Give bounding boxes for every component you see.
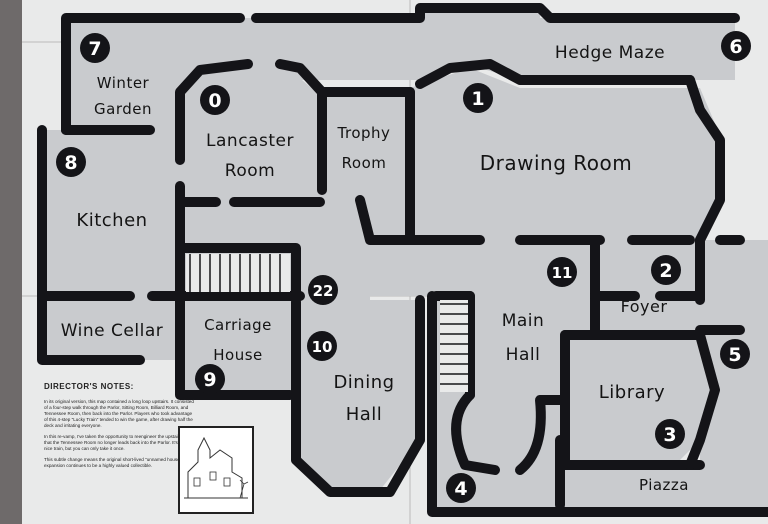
room-badge-3[interactable]: 3 [655,419,685,449]
svg-text:4: 4 [454,478,467,500]
svg-text:7: 7 [88,38,101,60]
room-label-dining-hall: Hall [346,404,383,425]
room-label-drawing-room: Drawing Room [480,151,632,175]
room-badge-8[interactable]: 8 [56,147,86,177]
svg-text:0: 0 [208,90,221,112]
svg-text:9: 9 [203,369,216,391]
room-badge-10[interactable]: 10 [307,331,337,361]
room-label-trophy-room: Room [342,154,387,172]
room-badge-9[interactable]: 9 [195,364,225,394]
room-label-lancaster: Lancaster [206,131,294,151]
room-label-trophy: Trophy [337,124,391,142]
room-badge-0[interactable]: 0 [200,85,230,115]
svg-text:10: 10 [312,338,333,356]
room-label-carriage: Carriage [204,316,272,334]
svg-text:1: 1 [471,88,484,110]
room-label-foyer: Foyer [621,297,668,316]
room-label-dining: Dining [333,372,394,393]
room-label-lancaster-room: Room [225,161,275,181]
room-badge-5[interactable]: 5 [720,339,750,369]
room-badge-11[interactable]: 11 [547,257,577,287]
room-badge-7[interactable]: 7 [80,33,110,63]
svg-text:5: 5 [728,344,741,366]
notes-title: DIRECTOR'S NOTES: [44,382,134,391]
room-label-library: Library [599,382,665,403]
svg-text:2: 2 [659,260,672,282]
notes-paragraph-2: In this re-vamp, I've taken the opportun… [44,434,190,451]
room-label-main: Main [502,311,545,331]
notes-paragraph-3: This subtle change means the original sh… [44,457,182,468]
mansion-sketch-image [178,426,254,514]
svg-text:3: 3 [663,424,676,446]
svg-text:22: 22 [313,282,334,300]
room-label-house: House [213,346,263,364]
room-label-main-hall: Hall [506,345,541,365]
notes-paragraph-1: In its original version, this map contai… [44,399,194,428]
room-badge-4[interactable]: 4 [446,473,476,503]
svg-text:11: 11 [552,264,573,282]
room-label-kitchen: Kitchen [76,210,147,231]
room-label-wine-cellar: Wine Cellar [61,321,163,341]
room-badge-1[interactable]: 1 [463,83,493,113]
room-label-garden: Garden [94,100,152,118]
room-badge-22[interactable]: 22 [308,275,338,305]
room-badge-2[interactable]: 2 [651,255,681,285]
svg-text:8: 8 [64,152,77,174]
room-badge-6[interactable]: 6 [721,31,751,61]
svg-text:Hedge Maze: Hedge Maze [555,43,665,63]
svg-text:6: 6 [729,36,742,58]
room-label-piazza: Piazza [639,476,689,494]
room-label-winter: Winter [97,74,150,92]
room-label-hedge-maze: Hedge Maze [555,43,665,63]
directors-notes: DIRECTOR'S NOTES: In its original versio… [44,382,254,474]
